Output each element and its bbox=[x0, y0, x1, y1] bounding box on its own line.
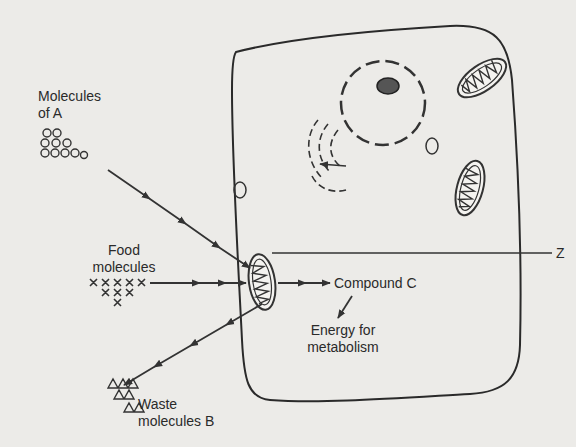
vacuole bbox=[234, 182, 246, 198]
mitochondrion bbox=[452, 51, 513, 104]
molecule-label: Waste molecules B bbox=[138, 396, 220, 430]
molecule-label: Food molecules bbox=[86, 242, 162, 276]
nuclear-envelope bbox=[341, 61, 425, 145]
cell-membrane bbox=[232, 26, 521, 401]
mitochondrion bbox=[450, 158, 490, 219]
molecule-a-symbols bbox=[41, 129, 88, 159]
molecule-label: Molecules of A bbox=[38, 88, 110, 122]
compound-label: Compound C bbox=[334, 275, 434, 292]
vacuole bbox=[426, 138, 438, 154]
mitochondrion bbox=[245, 252, 279, 311]
energy-label: Energy for metabolism bbox=[298, 322, 388, 356]
endoplasmic-reticulum bbox=[309, 120, 346, 191]
leader-line bbox=[272, 252, 552, 254]
nucleolus bbox=[377, 78, 399, 94]
food-molecule-symbols bbox=[90, 279, 145, 306]
callout-letter: Z bbox=[556, 245, 572, 262]
er-arrow bbox=[320, 164, 346, 166]
